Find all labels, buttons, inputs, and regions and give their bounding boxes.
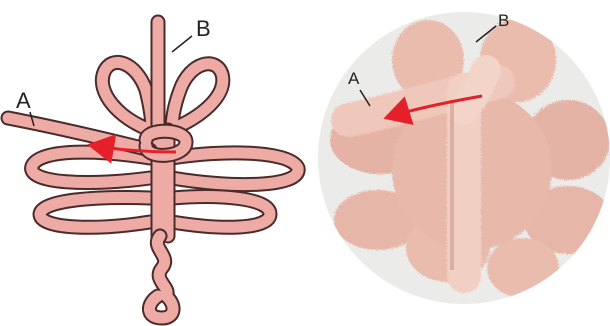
knot-photo-panel: A B (318, 0, 610, 326)
knot-photo: A B (318, 0, 610, 326)
knot-illustration-panel: A B (0, 0, 310, 326)
photo-label-b: B (498, 11, 509, 30)
knot-illustration: A B (0, 0, 310, 326)
leader-line-b (172, 36, 192, 52)
label-a: A (16, 88, 31, 113)
label-b: B (196, 16, 211, 41)
photo-label-a: A (348, 69, 360, 88)
